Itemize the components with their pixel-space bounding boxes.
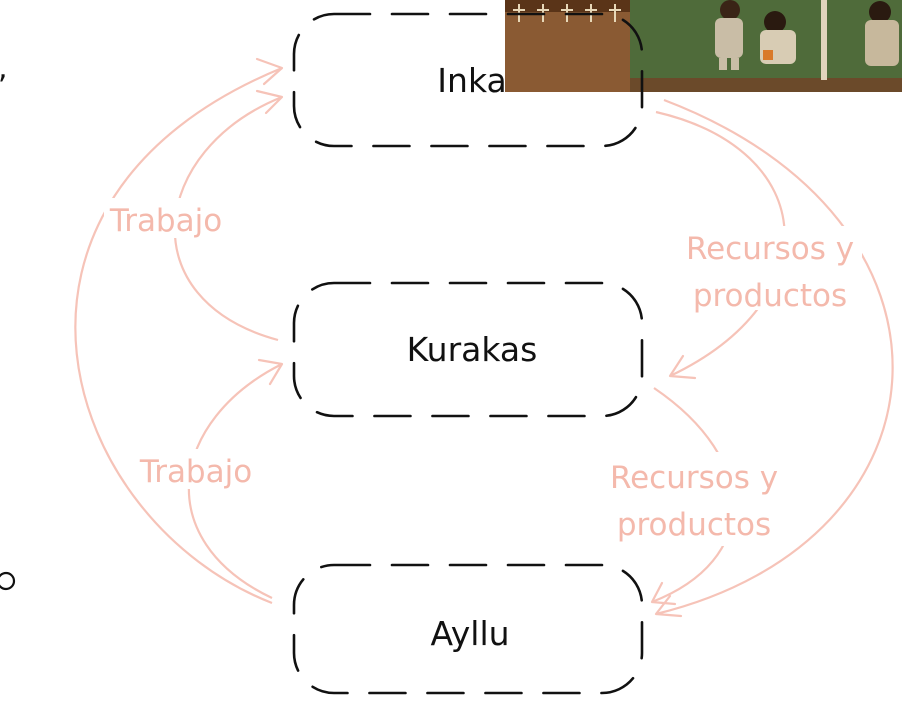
- flow-label-recursos-lower-line2: productos: [617, 507, 771, 543]
- node-outline-inka: [292, 12, 644, 148]
- corner-illustration: [505, 0, 902, 92]
- flow-label-trabajo-upper: Trabajo: [109, 203, 222, 239]
- arrowhead-kurakas-to-ayllu: [650, 581, 677, 606]
- arrowhead-ayllu-to-kurakas: [257, 358, 284, 386]
- node-label-ayllu: Ayllu: [430, 614, 509, 653]
- node-label-kurakas: Kurakas: [407, 330, 538, 369]
- arrowhead-kurakas-to-inka: [255, 89, 284, 115]
- label-bg-trabajo-lower: [134, 449, 258, 489]
- arrowhead-inka-to-ayllu: [654, 594, 683, 618]
- flow-arc-ayllu-to-inka: [74, 66, 283, 605]
- flow-label-recursos-upper-line2: productos: [693, 278, 847, 314]
- stray-circle-icon: [0, 571, 16, 591]
- flow-arc-inka-to-ayllu: [655, 98, 894, 616]
- label-bg-trabajo-upper: [104, 198, 228, 238]
- node-outline-kurakas: [292, 281, 644, 418]
- flow-label-trabajo-lower: Trabajo: [139, 454, 252, 490]
- weaving-illustration-icon: [505, 0, 902, 92]
- arrowhead-ayllu-to-inka: [255, 57, 284, 86]
- label-bg-recursos-lower: [600, 452, 790, 546]
- node-label-inka: Inka: [437, 61, 506, 100]
- label-bg-recursos-upper: [680, 226, 862, 310]
- flow-label-recursos-lower-line1: Recursos y: [610, 460, 778, 496]
- node-outline-ayllu: [292, 563, 644, 695]
- arrowhead-inka-to-kurakas: [668, 354, 697, 380]
- stray-comma: ,: [0, 51, 8, 86]
- flow-label-recursos-upper-line1: Recursos y: [686, 231, 854, 267]
